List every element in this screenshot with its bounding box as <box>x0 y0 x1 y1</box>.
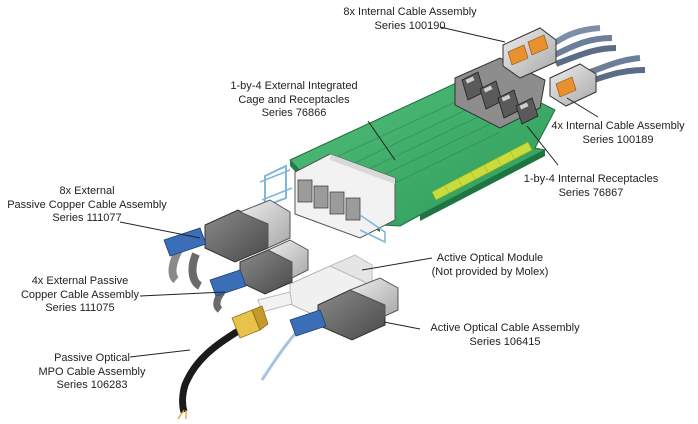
label-cage-line2: Cage and Receptacles <box>238 93 350 106</box>
leader-external-4x <box>139 291 226 297</box>
gold-fingers <box>431 141 533 201</box>
label-internal-4x-name: 4x Internal Cable Assembly <box>551 120 685 132</box>
external-copper-8x <box>163 199 291 290</box>
label-external-copper-4x: 4x External Passive Copper Cable Assembl… <box>10 275 150 316</box>
external-cage <box>259 153 396 244</box>
label-external-4x-line1: 4x External Passive <box>31 275 129 287</box>
label-mpo-line2: MPO Cable Assembly <box>38 365 146 378</box>
label-external-4x-series: Series 111075 <box>45 302 115 314</box>
label-optical-module-note: (Not provided by Molex) <box>431 265 549 278</box>
label-external-8x-line2: Passive Copper Cable Assembly <box>7 198 167 211</box>
label-external-8x-series: Series 111077 <box>52 212 122 224</box>
leader-internal-4x <box>566 97 599 118</box>
label-internal-4x-series: Series 100189 <box>582 133 654 146</box>
leader-optical-module <box>361 257 433 271</box>
label-mpo-line1: Passive Optical <box>54 352 130 364</box>
external-copper-4x <box>209 239 309 313</box>
internal-cable-4x <box>549 55 646 107</box>
leader-internal-8x <box>439 26 506 43</box>
label-internal-8x-name: 8x Internal Cable Assembly <box>343 6 477 18</box>
label-optical-module-name: Active Optical Module <box>436 252 544 264</box>
leader-external-8x <box>119 221 201 239</box>
label-optical-cable-name: Active Optical Cable Assembly <box>430 322 580 334</box>
label-internal-receptacles: 1-by-4 Internal Receptacles Series 76867 <box>510 173 672 200</box>
label-optical-cable-series: Series 106415 <box>469 335 541 348</box>
mpo-cable <box>177 305 269 420</box>
label-receptacles-name: 1-by-4 Internal Receptacles <box>523 173 659 185</box>
label-internal-8x-series: Series 100190 <box>374 19 446 32</box>
label-cage-series: Series 76866 <box>261 107 327 119</box>
active-optical-cable <box>260 277 399 381</box>
label-receptacles-series: Series 76867 <box>558 186 624 199</box>
label-cage-line1: 1-by-4 External Integrated <box>230 80 358 92</box>
label-active-optical-cable: Active Optical Cable Assembly Series 106… <box>420 322 590 349</box>
label-internal-cable-4x: 4x Internal Cable Assembly Series 100189 <box>540 120 696 147</box>
label-external-4x-line2: Copper Cable Assembly <box>20 288 139 301</box>
leader-mpo <box>129 349 191 358</box>
leader-lines <box>119 26 599 358</box>
label-external-copper-8x: 8x External Passive Copper Cable Assembl… <box>0 185 174 226</box>
label-mpo-cable: Passive Optical MPO Cable Assembly Serie… <box>30 352 154 393</box>
label-external-cage: 1-by-4 External Integrated Cage and Rece… <box>208 80 380 121</box>
leader-receptacles <box>526 125 559 166</box>
label-mpo-series: Series 106283 <box>56 379 128 391</box>
internal-cable-8x <box>502 25 617 79</box>
label-internal-cable-8x: 8x Internal Cable Assembly Series 100190 <box>322 6 498 33</box>
label-external-8x-line1: 8x External <box>59 185 115 197</box>
leader-optical-cable <box>383 321 421 330</box>
label-active-optical-module: Active Optical Module (Not provided by M… <box>420 252 560 279</box>
leader-cage <box>367 120 396 161</box>
